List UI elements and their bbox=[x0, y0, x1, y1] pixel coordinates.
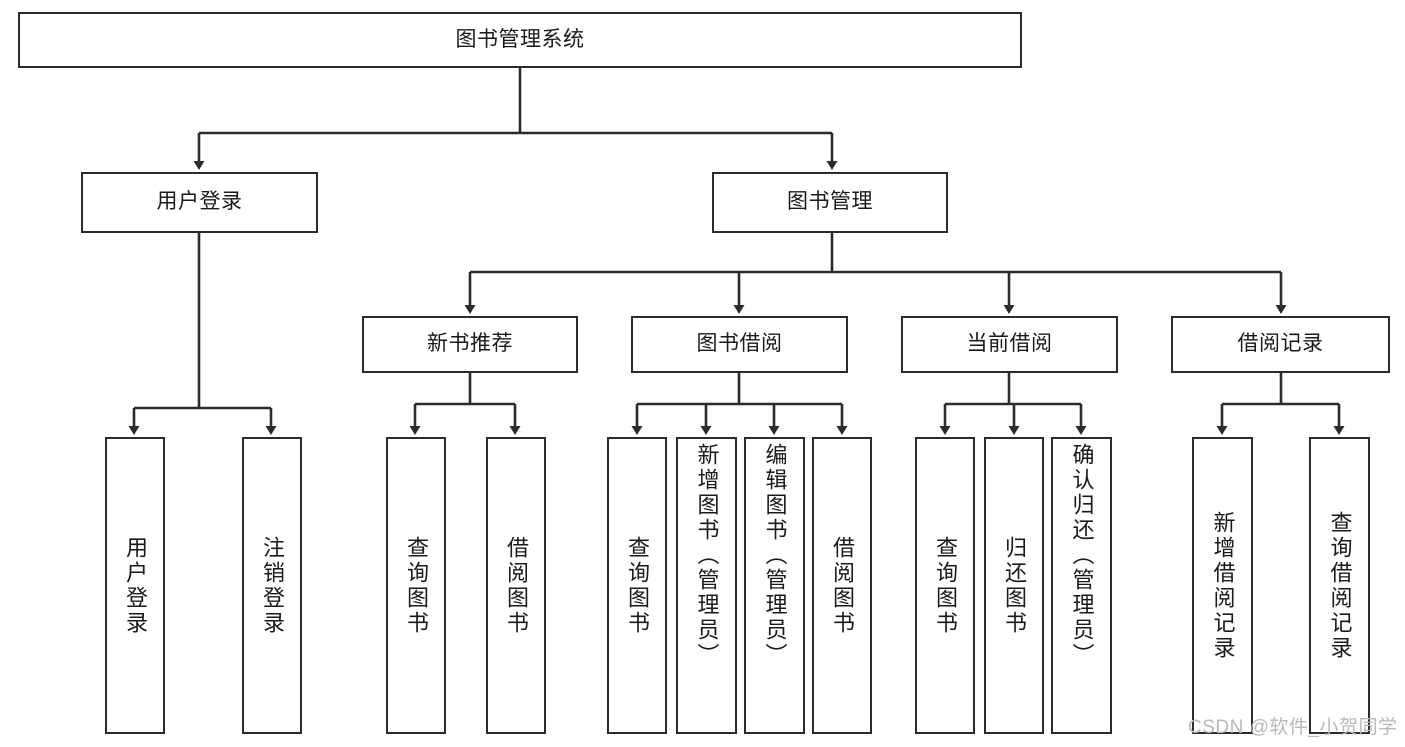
node-new-book-recommend-label: 新书推荐 bbox=[427, 332, 513, 356]
node-leaf-add-record[interactable]: 新增借阅记录 bbox=[1192, 437, 1253, 734]
node-book-borrow[interactable]: 图书借阅 bbox=[631, 316, 848, 373]
node-leaf-user-login-label: 用户登录 bbox=[123, 535, 148, 636]
node-leaf-query-book-2-label: 查询图书 bbox=[625, 535, 650, 636]
node-book-manage-label: 图书管理 bbox=[787, 190, 873, 214]
node-leaf-borrow-book-1[interactable]: 借阅图书 bbox=[486, 437, 546, 734]
node-leaf-edit-book-label: 编辑图书（管理员） bbox=[762, 443, 788, 668]
node-leaf-confirm-return[interactable]: 确认归还（管理员） bbox=[1051, 437, 1112, 734]
node-leaf-query-book-3-label: 查询图书 bbox=[933, 535, 958, 636]
node-user-login-label: 用户登录 bbox=[156, 190, 243, 214]
node-leaf-query-book-1[interactable]: 查询图书 bbox=[386, 437, 446, 734]
node-leaf-user-logout-label: 注销登录 bbox=[260, 535, 285, 636]
node-leaf-return-book[interactable]: 归还图书 bbox=[984, 437, 1044, 734]
node-borrow-record[interactable]: 借阅记录 bbox=[1171, 316, 1390, 373]
node-leaf-return-book-label: 归还图书 bbox=[1002, 535, 1027, 636]
node-leaf-borrow-book-2[interactable]: 借阅图书 bbox=[812, 437, 872, 734]
node-current-borrow[interactable]: 当前借阅 bbox=[901, 316, 1118, 373]
node-current-borrow-label: 当前借阅 bbox=[966, 332, 1053, 356]
node-root[interactable]: 图书管理系统 bbox=[18, 12, 1022, 68]
node-leaf-query-record-label: 查询借阅记录 bbox=[1327, 510, 1353, 661]
node-leaf-user-login[interactable]: 用户登录 bbox=[105, 437, 165, 734]
node-user-login[interactable]: 用户登录 bbox=[81, 172, 318, 233]
node-leaf-query-book-1-label: 查询图书 bbox=[404, 535, 429, 636]
node-leaf-query-record[interactable]: 查询借阅记录 bbox=[1309, 437, 1370, 734]
node-leaf-confirm-return-label: 确认归还（管理员） bbox=[1069, 443, 1095, 668]
node-leaf-borrow-book-2-label: 借阅图书 bbox=[830, 535, 855, 636]
node-borrow-record-label: 借阅记录 bbox=[1237, 332, 1324, 356]
node-leaf-borrow-book-1-label: 借阅图书 bbox=[504, 535, 529, 636]
csdn-watermark: CSDN @软件_小贺同学 bbox=[1188, 717, 1398, 738]
node-new-book-recommend[interactable]: 新书推荐 bbox=[362, 316, 578, 373]
node-leaf-add-book-label: 新增图书（管理员） bbox=[694, 443, 720, 668]
node-leaf-query-book-2[interactable]: 查询图书 bbox=[607, 437, 667, 734]
node-root-label: 图书管理系统 bbox=[455, 27, 585, 51]
node-leaf-add-book[interactable]: 新增图书（管理员） bbox=[676, 437, 737, 734]
node-leaf-add-record-label: 新增借阅记录 bbox=[1210, 510, 1236, 661]
node-book-manage[interactable]: 图书管理 bbox=[712, 172, 948, 233]
node-leaf-query-book-3[interactable]: 查询图书 bbox=[915, 437, 975, 734]
node-leaf-user-logout[interactable]: 注销登录 bbox=[242, 437, 302, 734]
node-leaf-edit-book[interactable]: 编辑图书（管理员） bbox=[744, 437, 805, 734]
node-book-borrow-label: 图书借阅 bbox=[696, 332, 783, 356]
